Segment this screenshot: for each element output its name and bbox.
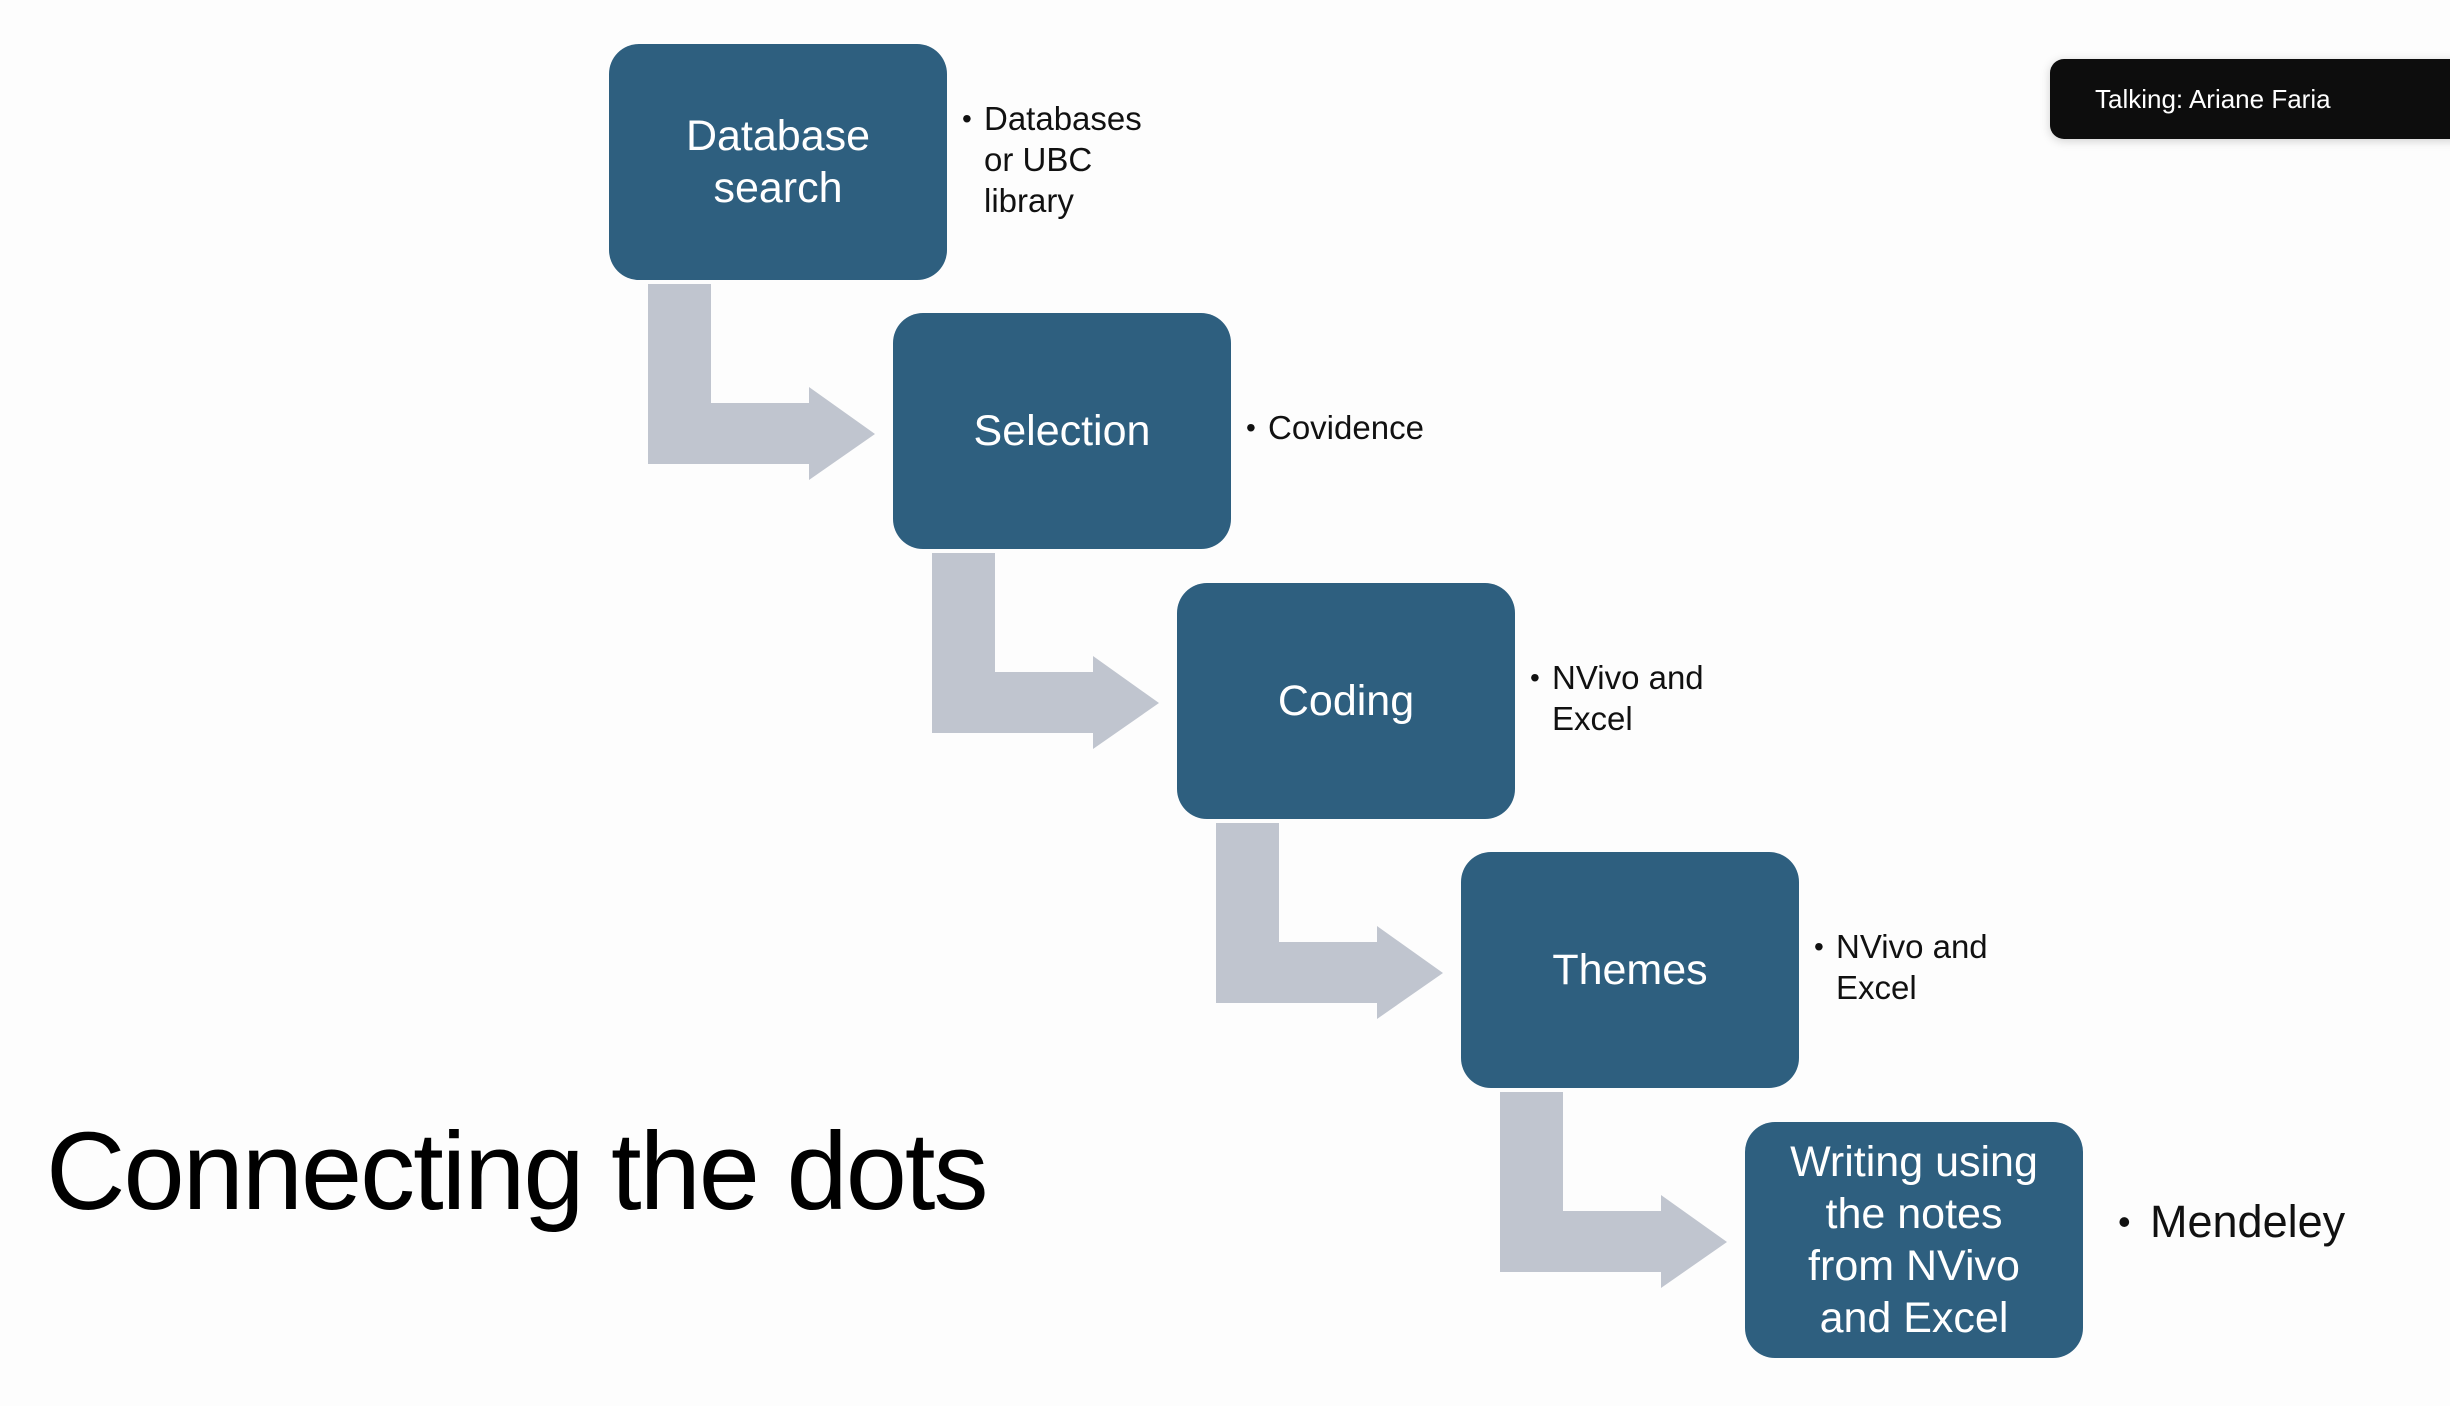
talking-label: Talking: Ariane Faria (2095, 83, 2331, 114)
step-notes: • NVivo and Excel (1814, 928, 1988, 1006)
step-box-themes: Themes (1461, 852, 1799, 1088)
step-notes: • Covidence (1246, 409, 1424, 446)
step-box-coding: Coding (1177, 583, 1515, 819)
bent-arrow-icon (1216, 823, 1456, 1033)
step-label: Selection (973, 407, 1151, 455)
slide-title: Connecting the dots (46, 1110, 988, 1233)
step-box-writing: Writing using the notes from NVivo and E… (1745, 1122, 2083, 1358)
step-notes: • Mendeley (2118, 1196, 2346, 1247)
bullet-icon: • (962, 103, 972, 134)
bullet-icon: • (2118, 1201, 2131, 1242)
bent-arrow-icon (648, 284, 888, 494)
step-notes: • Databases or UBC library (962, 100, 1142, 219)
step-label: Database search (685, 112, 871, 212)
step-notes: • NVivo and Excel (1530, 659, 1704, 737)
bullet-icon: • (1246, 412, 1256, 443)
bent-arrow-icon (1500, 1092, 1740, 1302)
step-label: Writing using the notes from NVivo and E… (1790, 1138, 2038, 1342)
step-box-selection: Selection (893, 313, 1231, 549)
step-label: Coding (1277, 677, 1415, 725)
bullet-icon: • (1530, 662, 1540, 693)
talking-indicator: Talking: Ariane Faria (2050, 59, 2450, 139)
step-box-database-search: Database search (609, 44, 947, 280)
bent-arrow-icon (932, 553, 1172, 763)
step-label: Themes (1552, 946, 1708, 994)
bullet-icon: • (1814, 931, 1824, 962)
